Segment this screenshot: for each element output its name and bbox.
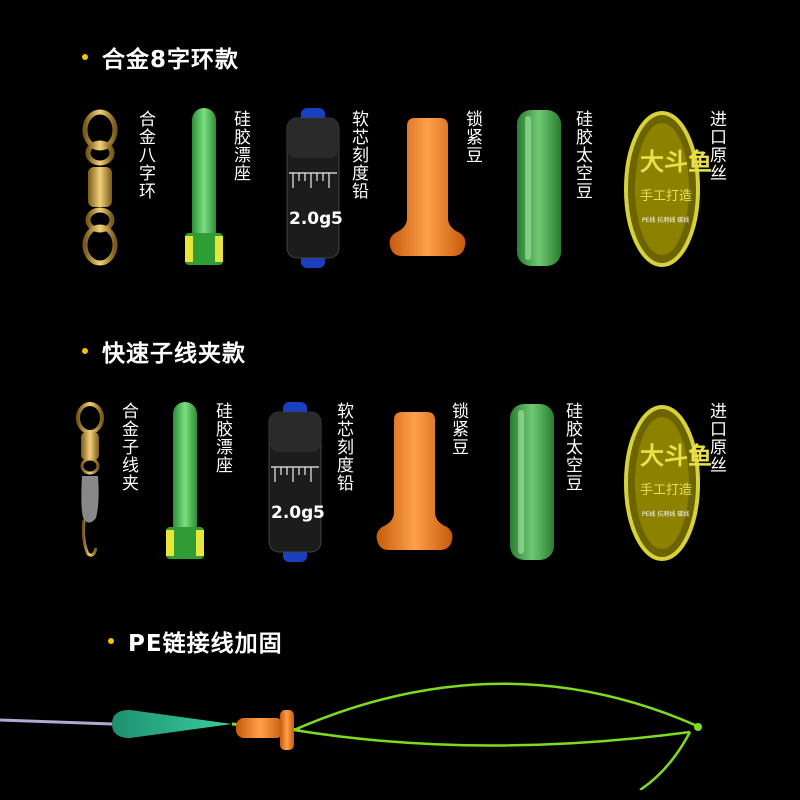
label-lead-weight: 软芯刻度铅 bbox=[333, 402, 353, 492]
label-float-seat: 硅胶漂座 bbox=[212, 402, 232, 474]
spool-small: PE线 抗刺线 碳线 bbox=[642, 216, 689, 224]
section-3-title: PE链接线加固 bbox=[128, 631, 283, 657]
label-line-spool: 进口原丝 bbox=[706, 402, 726, 474]
label-float-seat: 硅胶漂座 bbox=[230, 110, 250, 182]
bullet-dot bbox=[82, 348, 88, 354]
section-1-heading: 合金8字环款 bbox=[82, 40, 239, 74]
space-bead-image bbox=[517, 110, 561, 266]
pe-line-connection-image bbox=[0, 682, 702, 790]
spool-small: PE线 抗刺线 碳线 bbox=[642, 510, 689, 518]
weight-mark: 5 bbox=[313, 503, 325, 523]
bullet-dot bbox=[82, 54, 88, 60]
label-lead-weight: 软芯刻度铅 bbox=[348, 110, 368, 200]
spool-sub: 手工打造 bbox=[640, 483, 692, 498]
lead-weight-image: 2.0g 5 bbox=[286, 108, 343, 268]
label-line-spool: 进口原丝 bbox=[706, 110, 726, 182]
snap-clip-swivel-image bbox=[76, 402, 104, 557]
label-figure-8-swivel: 合金八字环 bbox=[135, 110, 155, 200]
label-locking-bead: 锁紧豆 bbox=[462, 110, 482, 164]
locking-bead-image bbox=[376, 412, 453, 550]
weight-value: 2.0g bbox=[271, 503, 313, 523]
weight-mark: 5 bbox=[331, 209, 343, 229]
section-3-heading: PE链接线加固 bbox=[108, 624, 283, 658]
line-spool-image: 大斗鱼 手工打造 PE线 抗刺线 碳线 bbox=[624, 111, 712, 267]
figure-8-swivel-image bbox=[82, 109, 118, 266]
label-snap-clip: 合金子线夹 bbox=[118, 402, 138, 492]
section-1-title: 合金8字环款 bbox=[102, 47, 240, 73]
weight-value: 2.0g bbox=[289, 209, 331, 229]
label-locking-bead: 锁紧豆 bbox=[448, 402, 468, 456]
locking-bead-image bbox=[389, 118, 466, 256]
section-2-heading: 快速子线夹款 bbox=[82, 334, 246, 368]
spool-brand: 大斗鱼 bbox=[640, 442, 712, 470]
spool-brand: 大斗鱼 bbox=[640, 148, 712, 176]
spool-sub: 手工打造 bbox=[640, 189, 692, 204]
label-space-bead: 硅胶太空豆 bbox=[562, 402, 582, 492]
bullet-dot bbox=[108, 638, 114, 644]
float-seat-image bbox=[185, 108, 223, 265]
space-bead-image bbox=[510, 404, 554, 560]
line-spool-image: 大斗鱼 手工打造 PE线 抗刺线 碳线 bbox=[624, 405, 712, 561]
label-space-bead: 硅胶太空豆 bbox=[572, 110, 592, 200]
section-2-title: 快速子线夹款 bbox=[102, 341, 246, 367]
lead-weight-image: 2.0g 5 bbox=[268, 402, 325, 562]
float-seat-image bbox=[166, 402, 204, 559]
